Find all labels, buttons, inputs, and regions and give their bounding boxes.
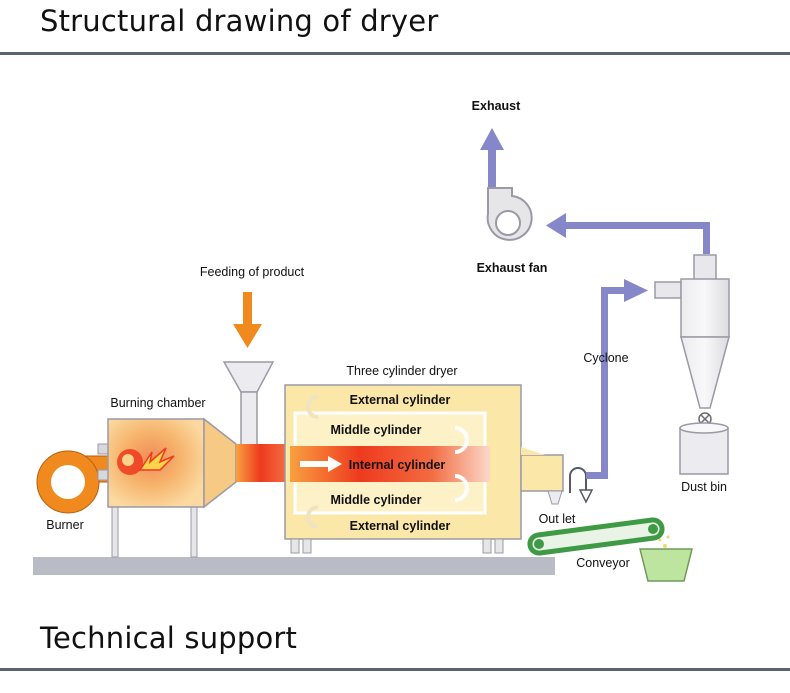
- burner: [36, 443, 111, 514]
- burning-chamber: [107, 417, 237, 509]
- feed-hopper: [222, 361, 275, 449]
- exhaust-arrow: [480, 128, 504, 188]
- label-exhaust: Exhaust: [472, 99, 521, 113]
- label-feeding-of-product: Feeding of product: [200, 265, 305, 279]
- section-title-technical-support: Technical support: [40, 621, 298, 655]
- conveyor: [527, 517, 665, 556]
- cyclone-inlet-duct: [601, 279, 648, 473]
- exhaust-fan: [486, 187, 533, 241]
- section-title-structural-drawing: Structural drawing of dryer: [40, 4, 439, 38]
- label-burning-chamber: Burning chamber: [110, 396, 205, 410]
- chamber-legs: [111, 504, 198, 558]
- label-external-cylinder-bottom: External cylinder: [350, 519, 451, 533]
- label-middle-cylinder-top: Middle cylinder: [331, 423, 422, 437]
- label-exhaust-fan: Exhaust fan: [477, 261, 548, 275]
- floor-base: [33, 557, 555, 575]
- feed-arrow: [233, 292, 262, 348]
- label-burner: Burner: [46, 518, 84, 532]
- label-internal-cylinder: Internal cylinder: [349, 458, 446, 472]
- product-bin: [639, 535, 693, 582]
- label-conveyor: Conveyor: [576, 556, 630, 570]
- label-external-cylinder-top: External cylinder: [350, 393, 451, 407]
- label-dust-bin: Dust bin: [681, 480, 727, 494]
- label-cyclone: Cyclone: [583, 351, 628, 365]
- label-outlet: Out let: [539, 512, 576, 526]
- header-divider: [0, 52, 790, 55]
- exit-airflow-arrow: [569, 467, 608, 504]
- fan-return-duct: [546, 213, 710, 254]
- label-middle-cylinder-bottom: Middle cylinder: [331, 493, 422, 507]
- cyclone: [654, 254, 730, 426]
- dust-bin: [679, 422, 729, 475]
- three-cylinder-dryer: [284, 384, 564, 554]
- label-three-cylinder-dryer: Three cylinder dryer: [346, 364, 457, 378]
- footer-divider: [0, 668, 790, 671]
